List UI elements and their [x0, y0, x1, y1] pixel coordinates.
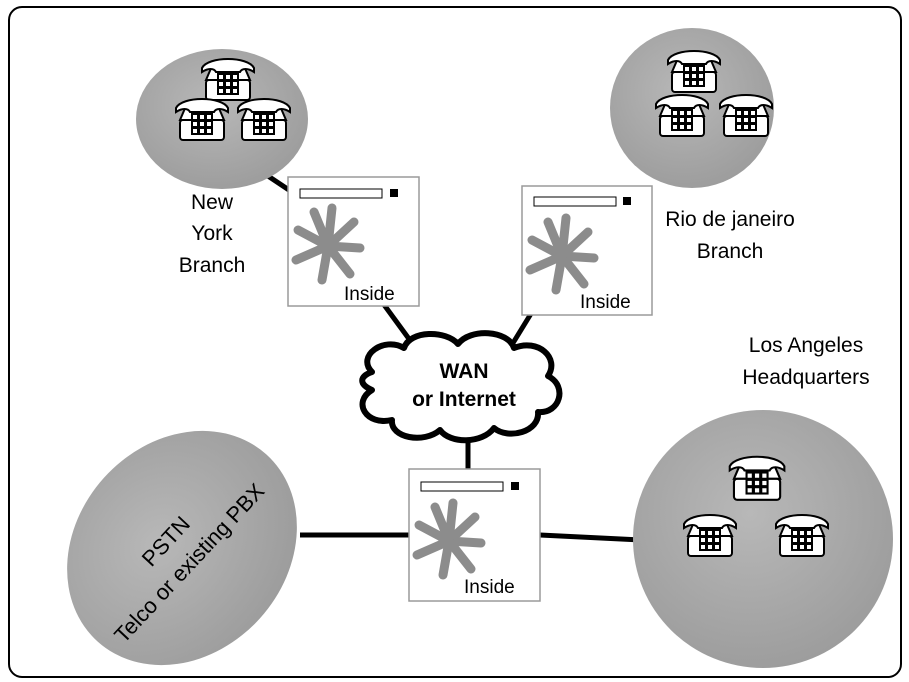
- telephone-icon: [719, 94, 773, 137]
- device-rio-label: Inside: [580, 292, 631, 313]
- device-ny: [287, 176, 420, 307]
- telephone-icon: [667, 50, 721, 93]
- rio-branch-site: [610, 28, 774, 188]
- new-york-branch-site: [136, 49, 308, 189]
- telephone-icon: [775, 514, 829, 557]
- new-york-label-line2: York: [191, 222, 233, 245]
- los-angeles-hq-site: [633, 410, 893, 668]
- device-rio: [521, 185, 653, 316]
- new-york-label-line1: New: [191, 191, 234, 214]
- telephone-icon: [237, 98, 291, 141]
- device-hq-label: Inside: [464, 577, 515, 598]
- device-hq: [408, 468, 541, 602]
- rio-label-line1: Rio de janeiro: [665, 208, 795, 231]
- pstn-site: [67, 430, 297, 666]
- los-angeles-label-line2: Headquarters: [742, 366, 869, 389]
- wan-cloud: [359, 330, 563, 444]
- device-ny-label: Inside: [344, 284, 395, 305]
- telephone-icon: [201, 58, 255, 101]
- telephone-icon: [728, 455, 786, 501]
- telephone-icon: [655, 94, 709, 137]
- rio-label-line2: Branch: [697, 240, 764, 263]
- telephone-icon: [683, 514, 737, 557]
- los-angeles-label-line1: Los Angeles: [749, 334, 863, 357]
- telephone-icon: [175, 98, 229, 141]
- cloud-label-line2: or Internet: [412, 388, 516, 411]
- new-york-label-line3: Branch: [179, 254, 246, 277]
- cloud-label-line1: WAN: [440, 360, 489, 383]
